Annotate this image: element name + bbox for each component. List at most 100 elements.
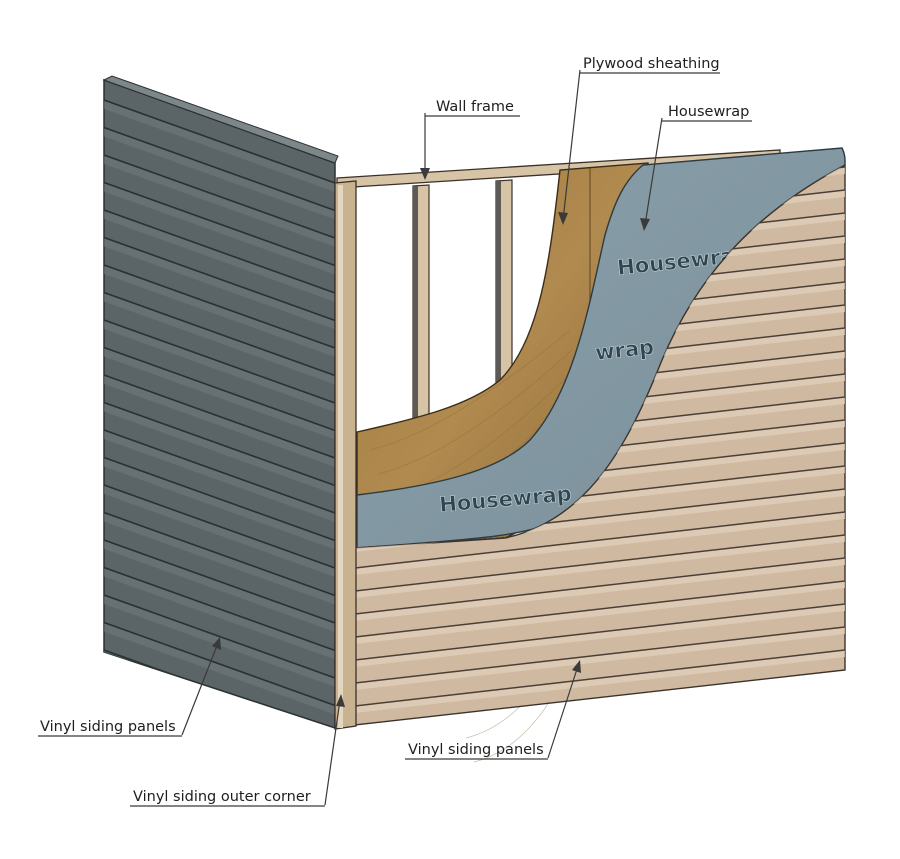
left-siding-course-highlight bbox=[104, 237, 335, 330]
frame-stud-shadow bbox=[413, 186, 418, 428]
right-siding-course-highlight bbox=[355, 558, 845, 621]
left-siding-course-highlight bbox=[104, 100, 335, 192]
arrowhead-wall-frame bbox=[420, 168, 430, 180]
left-siding-course-highlight bbox=[104, 210, 335, 302]
left-siding-course-highlight bbox=[104, 127, 335, 220]
right-siding-face bbox=[354, 163, 846, 726]
right-siding-course bbox=[355, 603, 845, 667]
label-housewrap: Housewrap bbox=[668, 104, 749, 120]
label-wall-frame: Wall frame bbox=[436, 99, 514, 115]
right-siding-course-line bbox=[355, 534, 845, 592]
left-siding-course bbox=[104, 511, 335, 605]
left-siding-course-line bbox=[104, 374, 335, 459]
left-siding-course bbox=[104, 621, 335, 715]
left-siding-course bbox=[104, 484, 335, 577]
leader-vinyl-right bbox=[547, 665, 579, 759]
left-siding-course-highlight bbox=[104, 155, 335, 247]
right-siding-course-line bbox=[355, 626, 845, 684]
arrowhead-vinyl-right bbox=[572, 660, 581, 673]
right-siding-course-line bbox=[355, 603, 845, 661]
left-siding-course-line bbox=[104, 99, 335, 184]
left-siding-course-highlight bbox=[104, 320, 335, 412]
left-siding-course-line bbox=[104, 346, 335, 432]
leader-outer-corner bbox=[324, 699, 341, 806]
left-siding-course bbox=[104, 126, 335, 220]
right-siding-course bbox=[355, 511, 845, 575]
left-siding-course bbox=[104, 456, 335, 550]
right-siding-course-line bbox=[355, 511, 845, 569]
right-siding-course-highlight bbox=[355, 627, 845, 690]
vinyl-siding-outer-corner bbox=[334, 180, 357, 730]
left-siding-course-line bbox=[104, 456, 335, 542]
frame-stud-shadow bbox=[496, 181, 501, 382]
label-vinyl-outer-corner: Vinyl siding outer corner bbox=[133, 789, 311, 805]
left-siding-course bbox=[104, 429, 335, 522]
right-siding-course bbox=[355, 626, 845, 690]
label-vinyl-siding-left: Vinyl siding panels bbox=[40, 719, 176, 735]
left-siding-course-highlight bbox=[104, 182, 335, 275]
right-siding-course bbox=[355, 649, 845, 713]
left-siding-course bbox=[104, 154, 335, 247]
arrowhead-vinyl-left bbox=[212, 637, 221, 650]
left-siding-course bbox=[104, 209, 335, 302]
plywood-grain-line bbox=[369, 329, 571, 451]
left-siding-course-highlight bbox=[104, 540, 335, 632]
right-siding-course-line bbox=[355, 580, 845, 638]
right-siding-course-highlight bbox=[355, 604, 845, 667]
left-siding-course-highlight bbox=[104, 567, 335, 660]
leader-plywood bbox=[562, 69, 581, 221]
left-siding-course-line bbox=[104, 319, 335, 404]
arrowhead-plywood bbox=[558, 212, 568, 225]
leader-lines bbox=[181, 69, 663, 806]
right-siding-course bbox=[355, 580, 845, 644]
left-siding-course bbox=[104, 181, 335, 275]
plywood-grain-line bbox=[377, 349, 573, 475]
arrowhead-housewrap bbox=[640, 218, 650, 231]
right-siding-course bbox=[355, 534, 845, 598]
left-siding-course-line bbox=[104, 566, 335, 652]
left-siding-course-line bbox=[104, 511, 335, 597]
left-siding-course bbox=[104, 99, 335, 192]
left-siding-course-line bbox=[104, 539, 335, 624]
left-siding-course-highlight bbox=[104, 485, 335, 577]
left-siding-course-line bbox=[104, 291, 335, 377]
left-siding-course-highlight bbox=[104, 375, 335, 467]
right-siding-course-highlight bbox=[355, 512, 845, 575]
leader-housewrap bbox=[644, 117, 663, 226]
right-siding-course-line bbox=[355, 649, 845, 707]
right-siding-course-highlight bbox=[355, 650, 845, 713]
left-siding-course-line bbox=[104, 401, 335, 487]
leader-vinyl-left bbox=[181, 642, 219, 736]
left-siding-top-edge bbox=[102, 75, 339, 164]
left-siding-course bbox=[104, 346, 335, 440]
left-siding-course bbox=[104, 401, 335, 495]
left-vinyl-siding-wall bbox=[102, 75, 339, 730]
left-siding-course-highlight bbox=[104, 292, 335, 385]
left-siding-course-highlight bbox=[104, 347, 335, 440]
right-siding-course-highlight bbox=[355, 535, 845, 598]
left-siding-course bbox=[104, 236, 335, 330]
left-siding-course bbox=[104, 566, 335, 660]
left-siding-course bbox=[104, 319, 335, 412]
left-siding-course-line bbox=[104, 126, 335, 212]
left-siding-course-highlight bbox=[104, 430, 335, 522]
left-siding-course-line bbox=[104, 594, 335, 679]
right-siding-course bbox=[355, 557, 845, 621]
left-siding-course-highlight bbox=[104, 512, 335, 605]
left-siding-course-highlight bbox=[104, 622, 335, 715]
label-plywood-sheathing: Plywood sheathing bbox=[583, 56, 720, 72]
left-siding-course-highlight bbox=[104, 402, 335, 495]
left-siding-course-line bbox=[104, 209, 335, 294]
right-siding-course-highlight bbox=[355, 581, 845, 644]
arrowhead-outer-corner bbox=[336, 694, 345, 707]
label-underlines bbox=[38, 72, 752, 807]
label-vinyl-siding-right: Vinyl siding panels bbox=[408, 742, 544, 758]
left-siding-course bbox=[104, 539, 335, 632]
left-siding-course bbox=[104, 291, 335, 385]
left-siding-course-line bbox=[104, 154, 335, 239]
corner-post-highlight bbox=[338, 185, 343, 728]
left-siding-course bbox=[104, 264, 335, 357]
left-siding-course-line bbox=[104, 181, 335, 267]
